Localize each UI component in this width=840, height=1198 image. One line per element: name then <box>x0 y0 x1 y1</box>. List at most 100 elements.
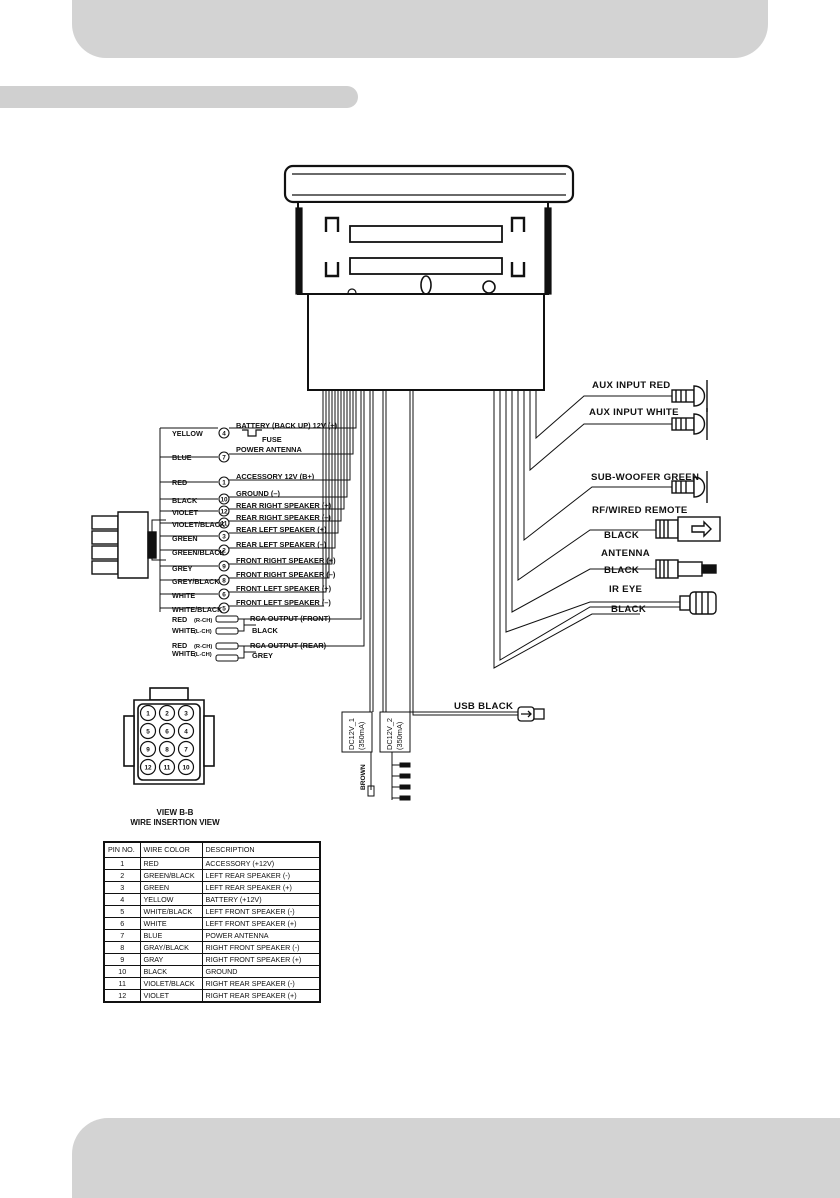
cell-color: VIOLET <box>139 989 203 1003</box>
cell-desc: LEFT REAR SPEAKER (-) <box>201 869 321 882</box>
face-pin-1: 1 <box>146 711 150 718</box>
subwoofer-label: SUB-WOOFER GREEN <box>591 472 699 483</box>
pin-9-label: 9 <box>222 564 226 571</box>
pin-7-label: 7 <box>222 455 226 462</box>
face-pin-8: 8 <box>165 747 169 754</box>
section-bar <box>0 86 358 108</box>
cell-desc: LEFT FRONT SPEAKER (-) <box>201 905 321 918</box>
pin-10-label: 10 <box>220 497 228 504</box>
brown-label: BROWN <box>360 764 367 790</box>
rca-rear-red: RED <box>172 641 187 650</box>
remote-connector <box>655 516 721 542</box>
cell-desc: RIGHT REAR SPEAKER (-) <box>201 977 321 990</box>
rca-plugs <box>215 615 256 662</box>
dc2-label: DC12V_2 <box>385 718 394 750</box>
rear-left-pos-label: REAR LEFT SPEAKER (+) <box>236 525 327 534</box>
front-right-pos-label: FRONT RIGHT SPEAKER (+) <box>236 556 336 565</box>
face-pin-9: 9 <box>146 747 150 754</box>
cell-pin: 11 <box>103 977 141 990</box>
usb-connector <box>517 706 545 722</box>
pin-6-label: 6 <box>222 592 226 599</box>
center-wires <box>341 390 518 801</box>
cell-color: BLUE <box>139 929 203 942</box>
cell-desc: ACCESSORY (+12V) <box>201 857 321 870</box>
pin-11-label: 11 <box>221 521 228 528</box>
antenna-label: ANTENNA <box>601 548 650 559</box>
pin-5-label: 5 <box>222 606 226 613</box>
pin-8-label: 8 <box>222 578 226 585</box>
cell-color: WHITE <box>139 917 203 930</box>
cell-pin: 10 <box>103 965 141 978</box>
wire-white-label: WHITE <box>172 591 195 600</box>
front-left-neg-label: FRONT LEFT SPEAKER (–) <box>236 598 331 607</box>
face-pin-3: 3 <box>184 711 188 718</box>
cell-color: YELLOW <box>139 893 203 906</box>
cell-color: GREEN/BLACK <box>139 869 203 882</box>
rca-rear-cable: GREY <box>252 651 273 660</box>
rca-front-rch: (R-CH) <box>194 618 212 624</box>
cell-color: GRAY <box>139 953 203 966</box>
col-pin-no: PIN NO. <box>103 841 141 858</box>
rear-right-neg-label: REAR RIGHT SPEAKER (–) <box>236 513 331 522</box>
cell-color: BLACK <box>139 965 203 978</box>
subwoofer-connector <box>671 471 708 503</box>
wire-blue-label: BLUE <box>172 453 192 462</box>
right-harness-wires <box>493 390 680 669</box>
view-subtitle: WIRE INSERTION VIEW <box>130 818 220 827</box>
dc2-ma-label: (350mA) <box>395 722 404 750</box>
fuse-icon <box>242 429 262 437</box>
cell-pin: 3 <box>103 881 141 894</box>
col-description: DESCRIPTION <box>201 841 321 858</box>
aux-red-connector <box>671 380 708 412</box>
cell-desc: RIGHT FRONT SPEAKER (-) <box>201 941 321 954</box>
cell-desc: RIGHT FRONT SPEAKER (+) <box>201 953 321 966</box>
rca-rear-label: RCA OUTPUT (REAR) <box>250 641 327 650</box>
face-pin-10: 10 <box>182 765 190 772</box>
usb-label: USB BLACK <box>454 701 513 712</box>
pin-1-label: 1 <box>222 480 226 487</box>
left-harness-wires <box>229 390 365 647</box>
face-pin-7: 7 <box>184 747 188 754</box>
pin-table-header: PIN NO. WIRE COLOR DESCRIPTION <box>103 841 321 858</box>
face-pin-11: 11 <box>164 765 171 772</box>
cell-pin: 9 <box>103 953 141 966</box>
wire-green-black-label: GREEN/BLACK <box>172 548 226 557</box>
footer-tab <box>72 1118 840 1198</box>
rca-front-lch: (L-CH) <box>194 629 212 635</box>
cell-desc: LEFT FRONT SPEAKER (+) <box>201 917 321 930</box>
cell-desc: POWER ANTENNA <box>201 929 321 942</box>
cell-color: RED <box>139 857 203 870</box>
aux-red-label: AUX INPUT RED <box>592 380 671 391</box>
battery-label: BATTERY (BACK UP) 12V (+) <box>236 421 338 430</box>
rca-front-white: WHITE <box>172 626 195 635</box>
cell-color: GRAY/BLACK <box>139 941 203 954</box>
remote-color-label: BLACK <box>604 530 639 541</box>
rca-front-label: RCA OUTPUT (FRONT) <box>250 614 331 623</box>
cell-pin: 2 <box>103 869 141 882</box>
face-pin-5: 5 <box>146 729 150 736</box>
head-unit <box>283 164 575 391</box>
rear-left-neg-label: REAR LEFT SPEAKER (–) <box>236 540 327 549</box>
wire-green-label: GREEN <box>172 534 198 543</box>
connector-view-title: VIEW B-B WIRE INSERTION VIEW <box>100 808 250 828</box>
pin-circles <box>218 427 230 614</box>
front-right-neg-label: FRONT RIGHT SPEAKER (–) <box>236 570 336 579</box>
wire-black-label: BLACK <box>172 496 198 505</box>
wire-white-black-label: WHITE/BLACK <box>172 605 223 614</box>
wire-yellow-label: YELLOW <box>172 429 203 438</box>
pin-12-label: 12 <box>220 509 228 516</box>
cell-pin: 12 <box>103 989 141 1003</box>
harness-plug <box>91 511 157 579</box>
rca-front-red: RED <box>172 615 187 624</box>
wire-violet-black-label: VIOLET/BLACK <box>172 520 226 529</box>
face-pin-4: 4 <box>184 729 188 736</box>
front-left-pos-label: FRONT LEFT SPEAKER (+) <box>236 584 332 593</box>
cell-pin: 5 <box>103 905 141 918</box>
